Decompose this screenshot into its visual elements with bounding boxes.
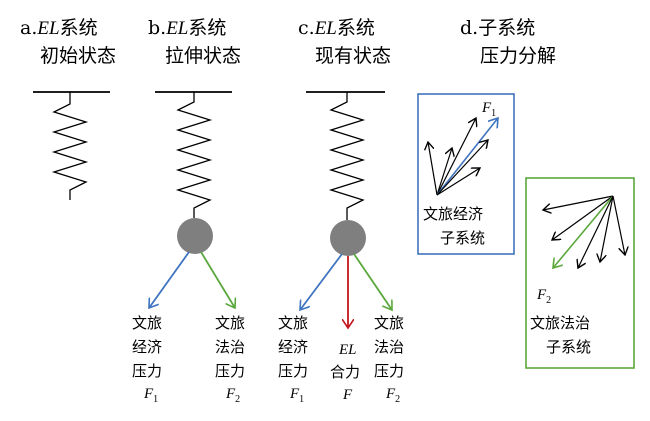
- panel-d-title: d.子系统 压力分解: [460, 17, 556, 67]
- force-arrow-f2-c: [353, 253, 392, 310]
- mass-ball-c: [330, 220, 366, 256]
- law-box-frame: [525, 177, 635, 369]
- panel-b-f1-label: 文旅 经济 压力 F1: [132, 314, 162, 405]
- panel-a-spring: [33, 91, 110, 200]
- economy-vector-3: [436, 118, 476, 196]
- economy-vector-2: [436, 148, 452, 196]
- economy-vector-label: F1: [481, 100, 496, 119]
- svg-text:压力: 压力: [278, 362, 308, 380]
- spring-coil-c: [328, 92, 366, 220]
- panel-b-f2-label: 文旅 法治 压力 F2: [215, 314, 245, 405]
- law-vector-4: [600, 195, 614, 262]
- law-vector-3: [578, 195, 614, 268]
- force-arrow-f2-b: [200, 251, 235, 308]
- panel-c-resultant-label: EL 合力 F: [330, 342, 360, 403]
- panel-a-title: a.EL系统 初始状态: [20, 17, 116, 67]
- panel-b-spring: [149, 91, 235, 308]
- law-vector-1: [543, 195, 614, 210]
- law-resultant-vector: [553, 195, 614, 268]
- svg-text:压力分解: 压力分解: [480, 45, 556, 67]
- law-subsystem-name-2: 子系统: [546, 338, 591, 356]
- svg-text:压力: 压力: [374, 362, 404, 380]
- economy-subsystem-name: 文旅经济: [423, 205, 483, 223]
- economy-box-frame: [417, 93, 515, 255]
- spring-coil-a: [51, 92, 89, 200]
- economy-subsystem-box: F1 文旅经济 子系统: [417, 93, 515, 255]
- svg-text:文旅: 文旅: [132, 314, 162, 332]
- law-vector-label: F2: [536, 287, 551, 306]
- economy-vector-fan: [428, 118, 498, 196]
- svg-text:现有状态: 现有状态: [315, 45, 391, 67]
- panel-c-spring: [300, 91, 392, 328]
- economy-resultant-vector: [436, 118, 498, 196]
- svg-text:F1: F1: [289, 386, 304, 405]
- law-vector-2: [552, 195, 614, 240]
- svg-text:F1: F1: [143, 386, 158, 405]
- economy-vector-1: [428, 142, 438, 196]
- panel-c-title: c.EL系统 现有状态: [298, 17, 391, 67]
- panel-b-title: b.EL系统 拉伸状态: [148, 17, 241, 67]
- svg-text:a.EL系统: a.EL系统: [20, 17, 98, 39]
- panel-c-f2-label: 文旅 法治 压力 F2: [374, 314, 404, 405]
- economy-vector-4: [436, 140, 488, 196]
- svg-text:b.EL系统: b.EL系统: [148, 17, 226, 39]
- panel-c-f1-label: 文旅 经济 压力 F1: [278, 314, 308, 405]
- force-arrow-f1-c: [300, 253, 343, 310]
- svg-text:F2: F2: [385, 386, 400, 405]
- svg-text:法治: 法治: [374, 338, 404, 356]
- svg-text:初始状态: 初始状态: [40, 45, 116, 67]
- svg-text:压力: 压力: [215, 362, 245, 380]
- svg-text:d.子系统: d.子系统: [460, 17, 535, 39]
- svg-text:F2: F2: [225, 386, 240, 405]
- spring-coil-b: [175, 92, 213, 218]
- svg-text:经济: 经济: [278, 338, 308, 356]
- svg-text:F: F: [342, 387, 353, 403]
- svg-text:合力: 合力: [330, 363, 360, 381]
- svg-text:文旅: 文旅: [215, 314, 245, 332]
- law-vector-5: [612, 195, 625, 255]
- force-arrow-f1-b: [149, 251, 190, 308]
- economy-subsystem-name-2: 子系统: [440, 229, 485, 247]
- svg-text:c.EL系统: c.EL系统: [298, 17, 375, 39]
- law-vector-fan: [543, 195, 625, 268]
- svg-text:压力: 压力: [132, 362, 162, 380]
- mass-ball-b: [177, 218, 213, 254]
- law-subsystem-box: F2 文旅法治 子系统: [525, 177, 635, 369]
- svg-text:文旅: 文旅: [374, 314, 404, 332]
- economy-vector-5: [436, 168, 480, 196]
- svg-text:拉伸状态: 拉伸状态: [165, 45, 241, 67]
- svg-text:文旅: 文旅: [278, 314, 308, 332]
- svg-text:EL: EL: [338, 342, 357, 358]
- svg-text:法治: 法治: [215, 338, 245, 356]
- law-subsystem-name: 文旅法治: [530, 314, 590, 332]
- svg-text:经济: 经济: [132, 338, 162, 356]
